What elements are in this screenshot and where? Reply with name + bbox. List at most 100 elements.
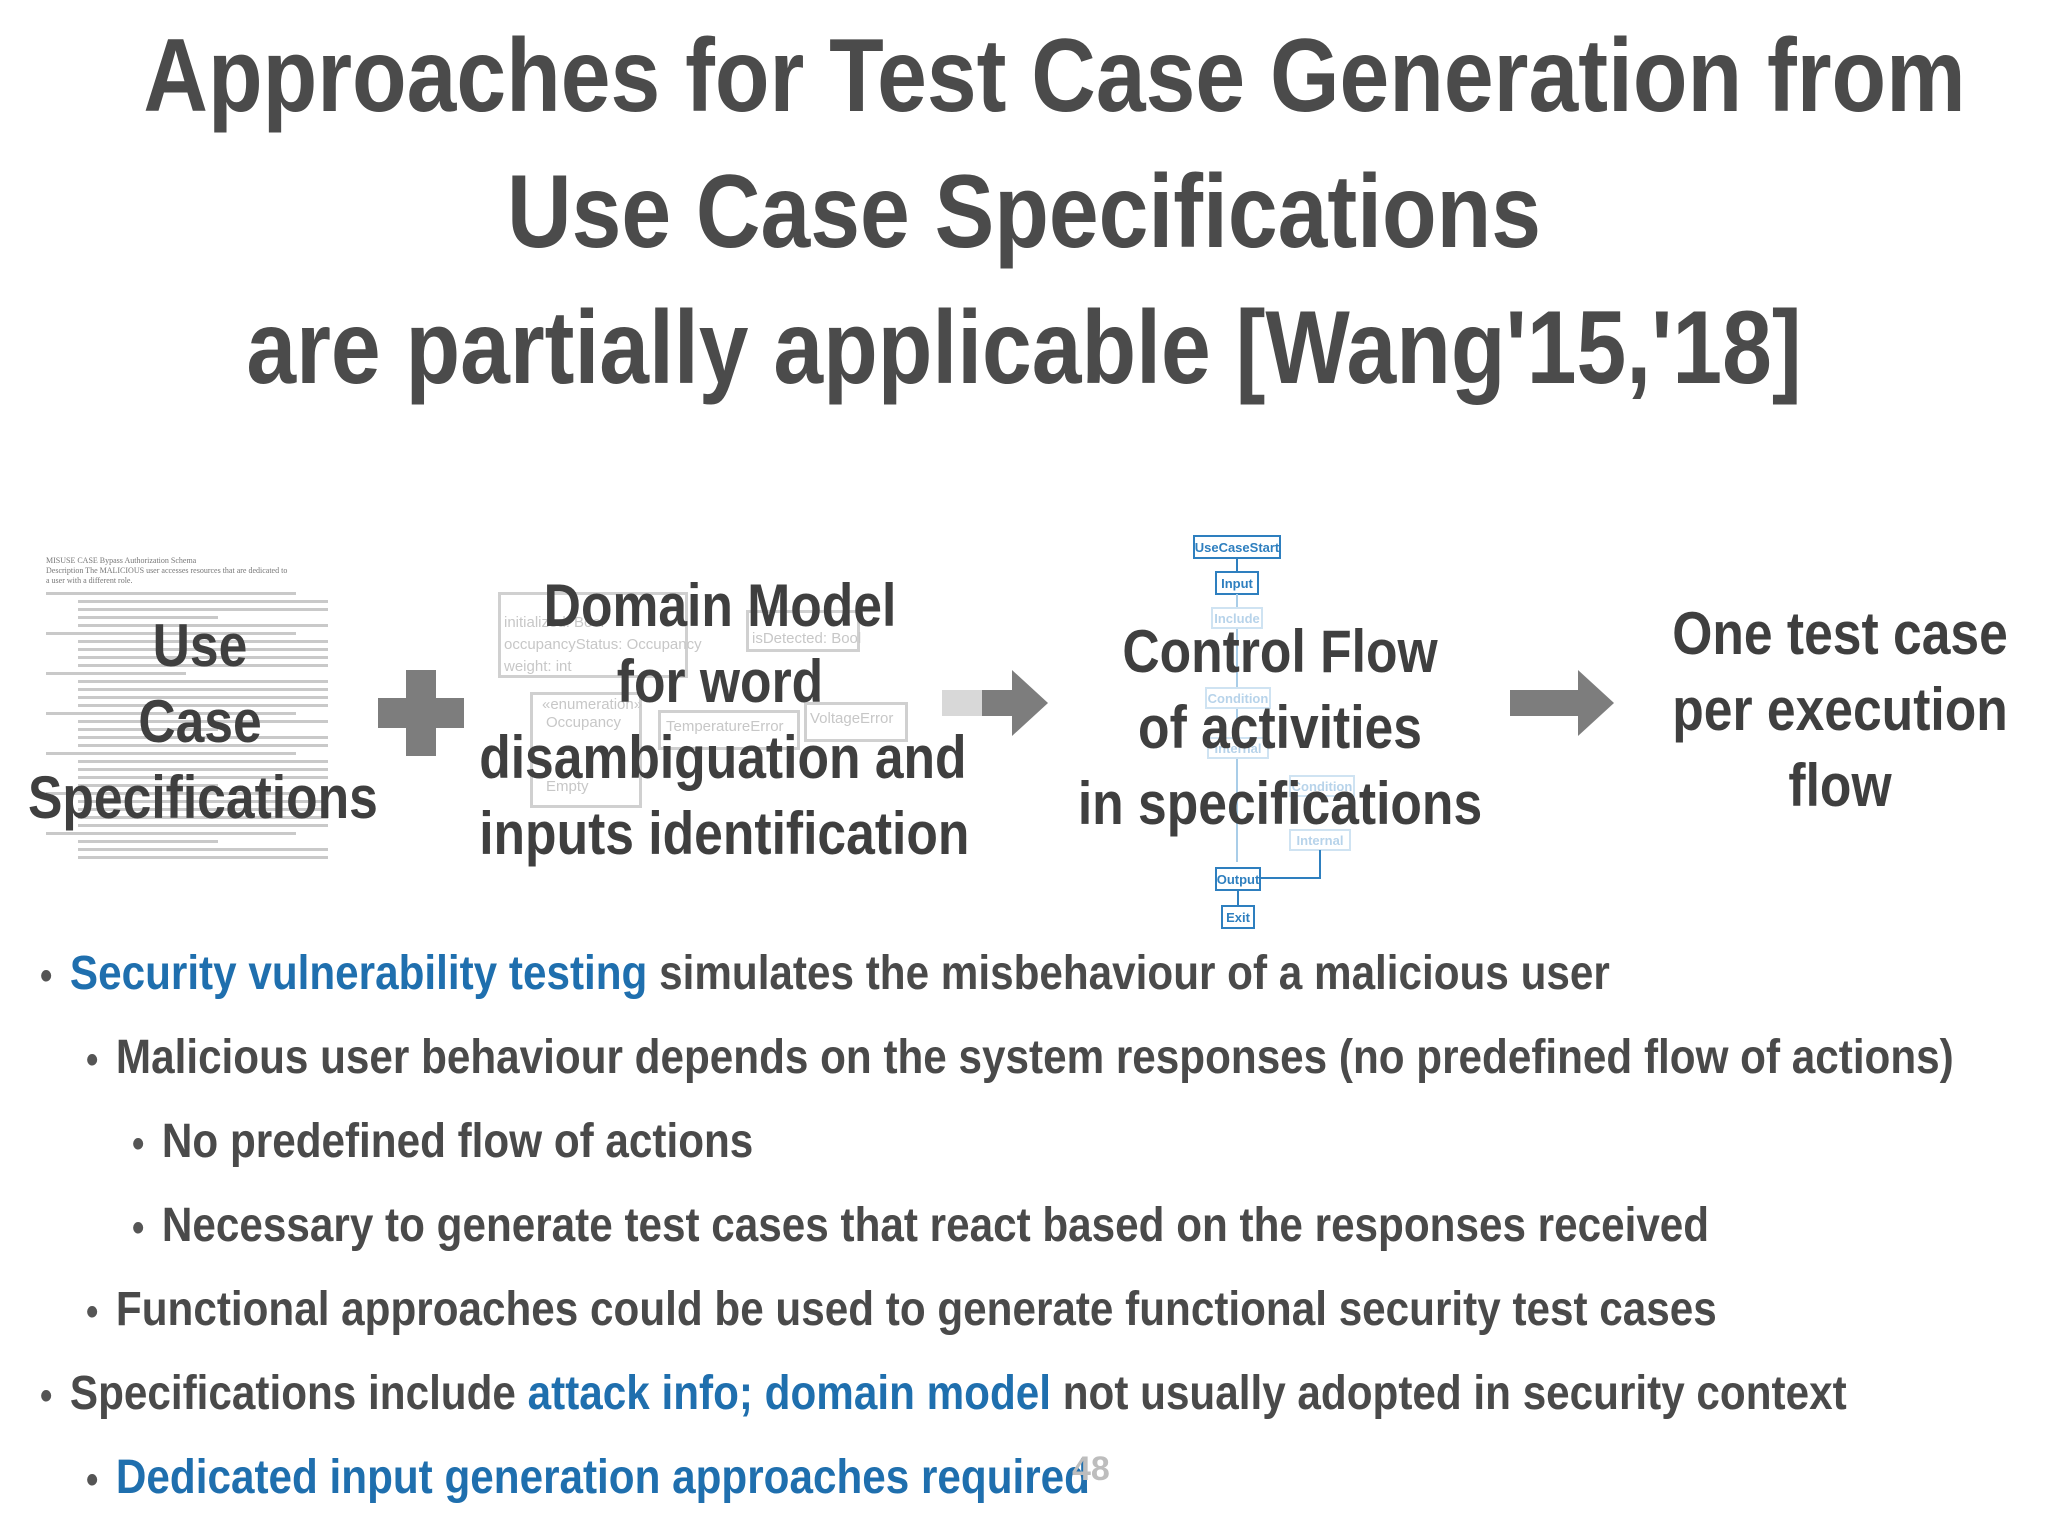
bullet-text: not usually adopted in security context [1050,1367,1847,1420]
use-case-label-line-2: Case [138,688,262,755]
bullet-text: No predefined flow of actions [161,1115,754,1168]
flow-node-include [1211,607,1263,629]
bullet-item: • Dedicated input generation approaches r… [86,1448,1090,1510]
use-case-label-line-3: Specifications [28,764,378,831]
arrow-right-icon [942,670,1048,736]
bullet-item: •Functional approaches could be used to … [86,1280,1717,1342]
doc-text-line [78,840,218,843]
doc-text-line [78,744,328,747]
dm-attr-initialized: initialized: Bool [504,614,605,631]
bullet-dot-icon: • [86,1458,99,1502]
test-case-label-line-1: One test case [1672,600,2008,667]
doc-text-line [46,712,296,715]
domain-model-label: Domain Model for word disambiguation and… [479,568,970,872]
control-flow-label-line-3: in specifications [1077,770,1483,837]
bullet-dot-icon: • [132,1122,145,1166]
doc-text-line [78,816,328,819]
bullet-item: • Necessary to generate test cases that r… [132,1196,1709,1258]
doc-text-line [46,752,296,755]
flow-node-exit-label: Exit [1226,910,1251,925]
use-case-label-line-1: Use [152,612,248,679]
doc-text-line [78,808,328,811]
flow-node-condition-2-label: Condition [1292,779,1353,794]
dm-attr-weight: weight: int [504,658,572,675]
doc-text-line [46,832,296,835]
domain-model-thumbnail: initialized: Bool occupancyStatus: Occup… [498,592,908,808]
domain-model-label-line-4: inputs identification [479,800,970,867]
highlighted-text: Dedicated input generation approaches re… [115,1451,1090,1504]
doc-text-line [78,776,328,779]
bullet-item: • No predefined flow of actions [132,1112,753,1174]
title-line-2: Use Case Specifications [507,154,1541,270]
doc-text-line [78,704,328,707]
domain-model-label-line-2: for word [616,648,824,715]
doc-text-line [78,624,328,627]
control-flow-diagram: UseCaseStart Input Include Condition Int… [1193,535,1355,929]
bullet-dot-icon: • [132,1206,145,1250]
dm-voltage-error: VoltageError [810,710,894,727]
doc-text-line [78,720,328,723]
use-case-specifications-label: Use Case Specifications [28,608,378,836]
bullet-dot-icon: • [40,954,53,998]
domain-model-label-line-3: disambiguation and [479,724,967,791]
bullet-text: Necessary to generate test cases that re… [161,1199,1710,1252]
doc-text-line [46,632,296,635]
doc-text-line [78,656,328,659]
flow-node-start-label: UseCaseStart [1195,540,1280,555]
dm-attr-is-detected: isDetected: Bool [752,630,862,647]
title-line-1: Approaches for Test Case Generation from [143,18,1966,134]
doc-text-line [78,640,328,643]
doc-text-line [78,616,218,619]
doc-text-line [78,784,218,787]
control-flow-label-line-1: Control Flow [1122,618,1438,685]
bullet-item: •Security vulnerability testing simulate… [40,944,1610,1006]
dm-attr-occupancy-status: occupancyStatus: Occupancy [504,636,702,653]
doc-text-line [46,792,296,795]
doc-heading-1: MISUSE CASE Bypass Authorization Schema [46,556,197,565]
bullet-text: Malicious user behaviour depends on the … [115,1031,1954,1084]
doc-text-line [78,664,328,667]
title-line-3: are partially applicable [Wang'15,'18] [246,290,1802,406]
control-flow-label-line-2: of activities [1138,694,1422,761]
bullet-item: • Specifications include attack info; dom… [40,1364,1847,1426]
flow-node-exit [1221,905,1255,929]
doc-text-line [78,824,328,827]
slide-title: Approaches for Test Case Generation from… [143,8,1966,416]
doc-text-line [78,848,328,851]
highlighted-text: attack info; domain model [527,1367,1051,1420]
arrow-right-icon [1510,670,1614,736]
doc-text-line [78,736,328,739]
bullet-dot-icon: • [40,1374,53,1418]
control-flow-label: Control Flow of activities in specificat… [1074,614,1487,842]
dm-enum-box [530,692,642,808]
doc-text-line [78,760,328,763]
doc-text-line [78,696,328,699]
doc-text-line [78,856,328,859]
dm-enum-value: Empty [546,778,589,795]
bullet-item: • Malicious user behaviour depends on the… [86,1028,1954,1090]
dm-temperature-error: TemperatureError [666,718,784,735]
test-case-label-line-3: flow [1788,752,1892,819]
use-case-document-thumbnail: MISUSE CASE Bypass Authorization Schema … [38,556,346,859]
doc-text-line [78,608,328,611]
doc-text-line [46,592,296,595]
doc-text-line [78,688,328,691]
flow-node-condition-2 [1289,775,1355,797]
doc-text-line [46,672,186,675]
doc-text-line [78,600,328,603]
bullet-dot-icon: • [86,1038,99,1082]
flow-node-output-label: Output [1217,872,1260,887]
test-case-label: One test case per execution flow [1668,596,2012,824]
doc-text-line [78,800,328,803]
dm-class-box-2 [746,610,860,652]
flow-node-include-label: Include [1214,611,1260,626]
bullet-text: simulates the misbehaviour of a maliciou… [647,947,1610,1000]
flow-node-condition-1 [1205,687,1271,709]
bullet-text: Specifications include [69,1367,528,1420]
dm-enum-name: Occupancy [546,714,622,731]
doc-heading-3: a user with a different role. [46,576,133,585]
doc-text-line [78,648,328,651]
flow-node-internal-1 [1207,737,1269,759]
dm-error-box-2 [804,702,908,742]
doc-heading-2: Description The MALICIOUS user accesses … [46,566,288,575]
